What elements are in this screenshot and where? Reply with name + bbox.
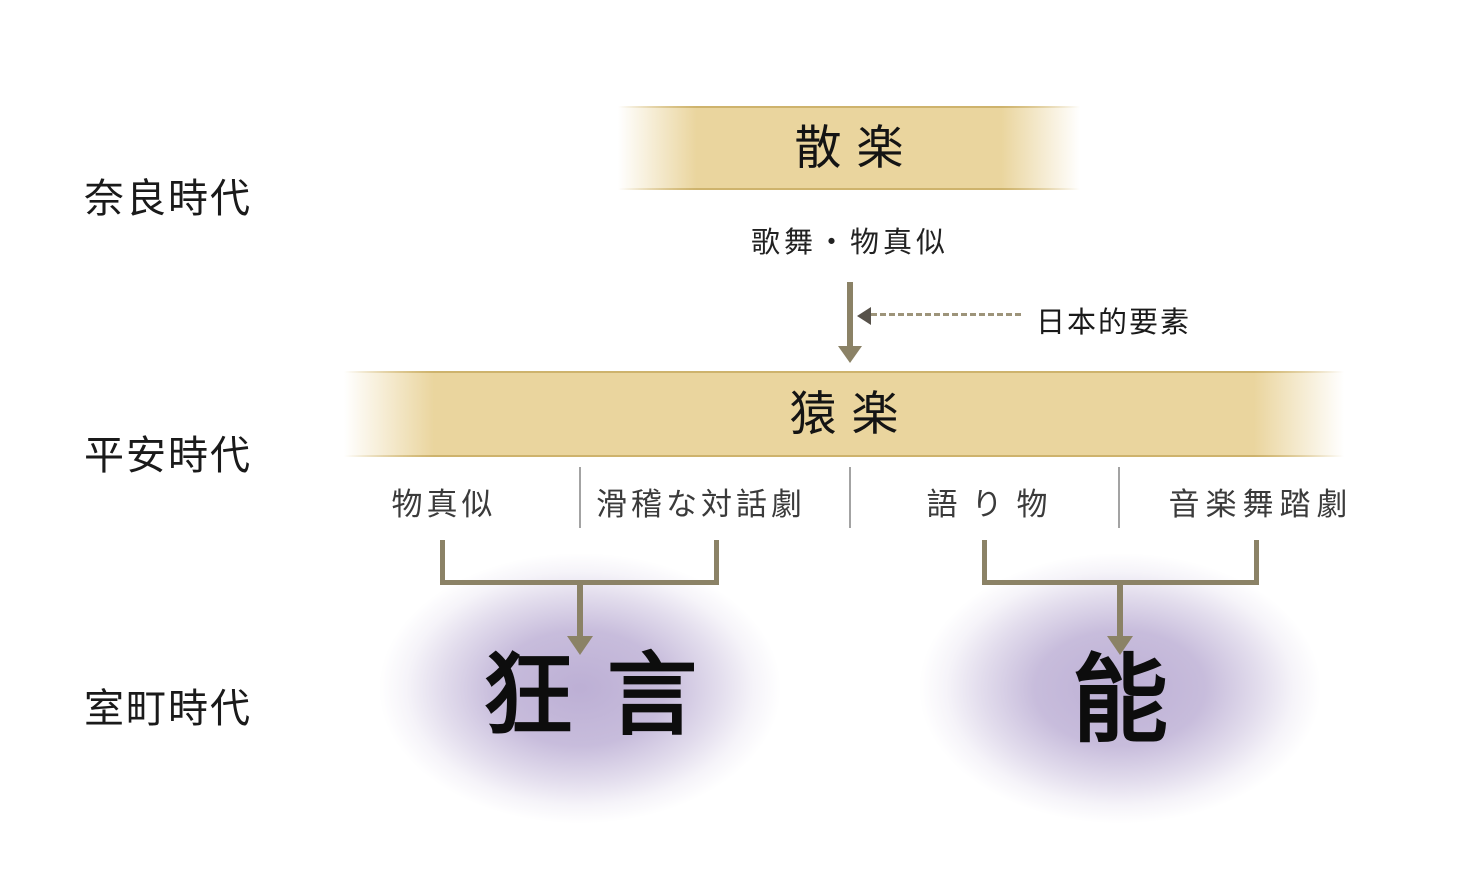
down-arrow-head-icon (838, 346, 862, 363)
noh-bracket-right-line (1254, 540, 1259, 585)
element-comic-dialogue: 滑稽な対話劇 (596, 487, 806, 523)
kyogen-title: 狂言 (483, 642, 731, 748)
sangaku-subtitle: 歌舞・物真似 (750, 225, 949, 259)
element-katarimono: 語り物 (926, 487, 1062, 523)
element-separator (579, 467, 581, 528)
noh-arrow-shaft (1117, 585, 1123, 638)
noh-bracket-left-line (982, 540, 987, 585)
noh-arrow-head-icon (1107, 636, 1133, 655)
element-separator (849, 467, 851, 528)
noh-bracket-bar (982, 580, 1259, 585)
influence-dashed-line (871, 313, 1021, 316)
kyogen-arrow-shaft (577, 585, 583, 638)
kyogen-glow (318, 508, 842, 876)
era-label-nara: 奈良時代 (84, 176, 252, 222)
element-monomane: 物真似 (391, 487, 497, 523)
noh-title: 能 (1072, 643, 1168, 756)
kyogen-bracket-bar (440, 580, 719, 585)
kyogen-bracket-right-line (714, 540, 719, 585)
influence-arrowhead-icon (857, 307, 871, 325)
element-music-dance: 音楽舞踏劇 (1168, 487, 1354, 523)
era-label-muromachi: 室町時代 (84, 686, 252, 732)
sangaku-title: 散楽 (794, 120, 919, 176)
kyogen-bracket-left-line (440, 540, 445, 585)
era-label-heian: 平安時代 (84, 433, 252, 479)
element-separator (1118, 467, 1120, 528)
influence-label: 日本的要素 (1036, 305, 1192, 339)
sarugaku-title: 猿楽 (789, 386, 914, 442)
noh-glow (858, 508, 1382, 876)
kyogen-arrow-head-icon (567, 636, 593, 655)
down-arrow-shaft (847, 282, 853, 348)
sarugaku-banner: 猿楽 (344, 371, 1344, 457)
sangaku-banner: 散楽 (618, 106, 1080, 190)
